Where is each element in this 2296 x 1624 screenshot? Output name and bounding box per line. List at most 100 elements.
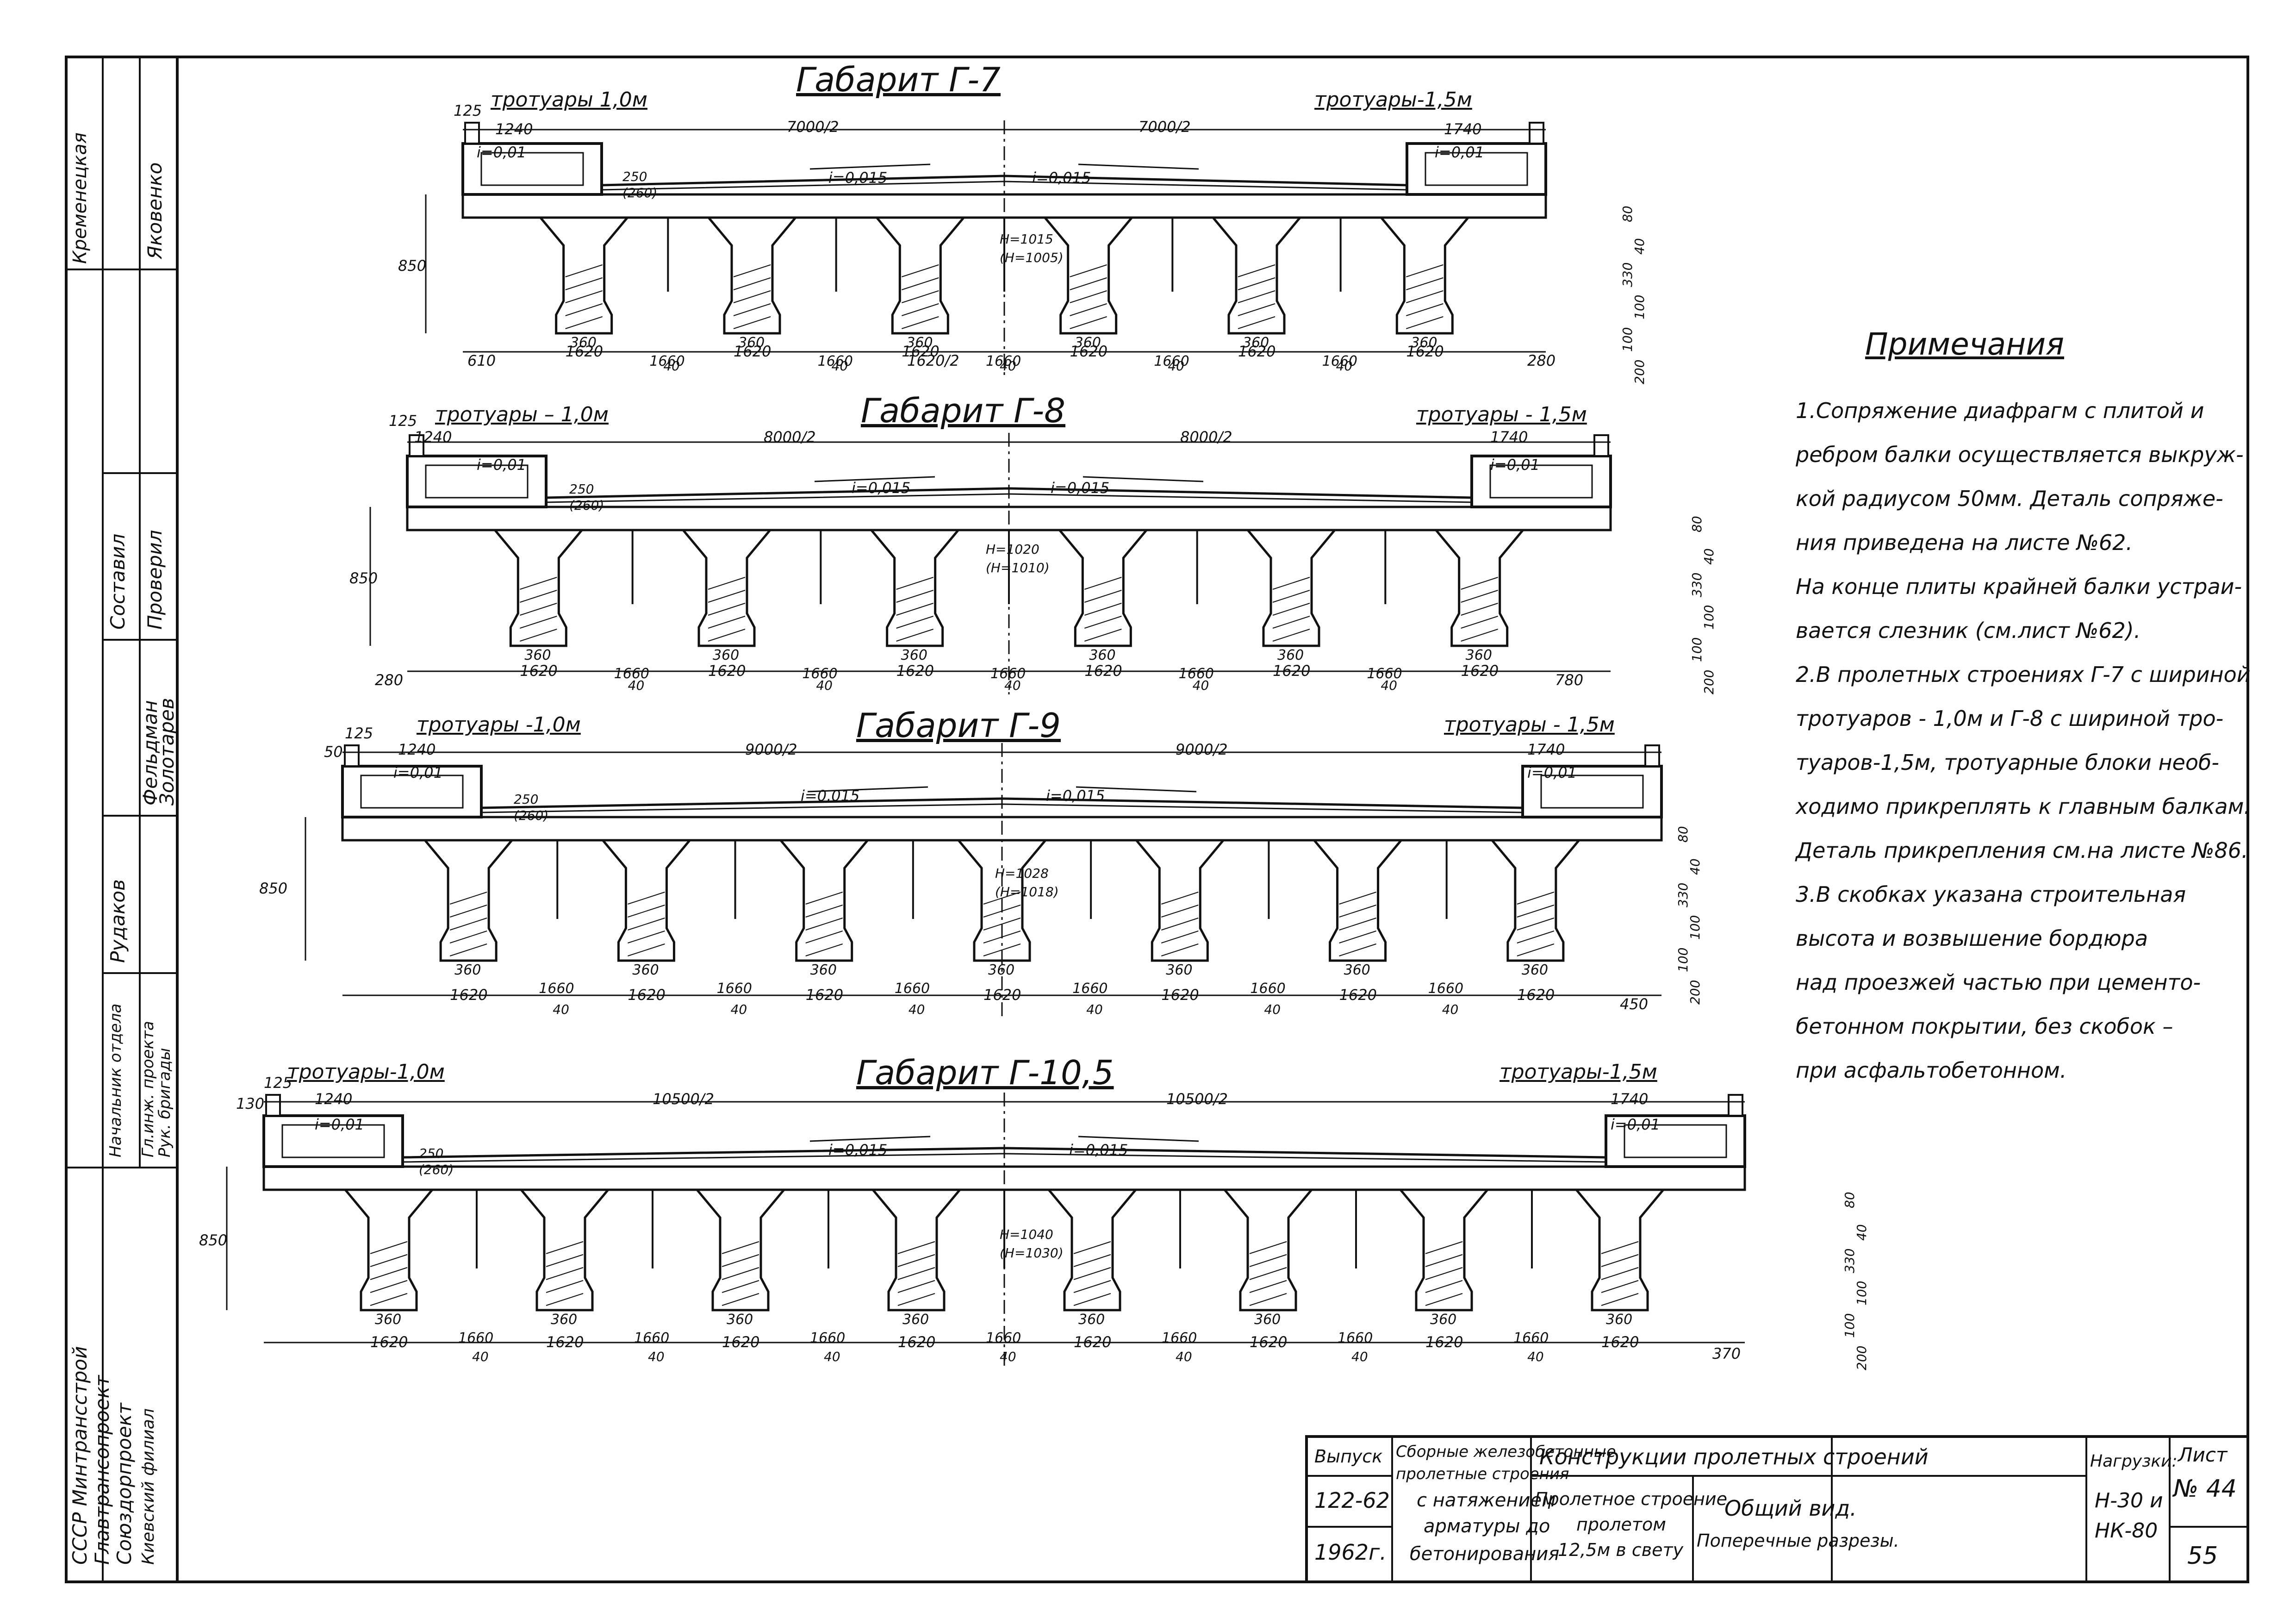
height2-g7: (H=1005) [1000,250,1064,265]
beam-spacing-label: 1660 [1428,981,1463,997]
half-left-g8: 8000/2 [764,428,816,446]
beam-hatch [1272,616,1310,629]
rib-width-label: 360 [906,335,933,351]
slope-left-g8: i=0,015 [852,479,911,497]
main-beam [840,216,965,335]
note-line: тротуаров - 1,0м и Г-8 с шириной тро- [1796,706,2224,731]
gap-label: 40 [816,678,833,693]
beam-spacing-label: 1660 [614,666,649,682]
main-beam [504,216,628,335]
section-title-g105: Габарит Г-10,5 [856,1053,1114,1092]
beam-hatch [1073,1241,1111,1254]
edge-left-g105: 130 [236,1095,265,1112]
beam-spacing-label: 1660 [1162,1330,1197,1346]
beam-hatch [1161,918,1199,931]
gap-label: 40 [648,1349,665,1364]
beam-hatch [1425,1254,1463,1267]
rib-width-label: 360 [1075,335,1101,351]
side-dim-label: 40 [1687,858,1703,875]
edge-right-g7: 280 [1527,352,1556,369]
right-walk-g105: тротуары-1,5м [1500,1060,1657,1084]
side-dim-label: 330 [1842,1248,1857,1273]
beam-hatch [1461,590,1498,603]
right-sidewalk-block [1406,142,1547,196]
beam-hatch [1461,603,1498,616]
rib-width-label: 360 [1166,962,1192,978]
beam-hatch [1238,316,1276,329]
half-right-g8: 8000/2 [1180,428,1232,446]
beam-hatch [628,892,665,905]
beam-spacing-label: 1660 [458,1330,493,1346]
curb-g9: 125 [345,725,373,742]
beam-hatch [449,905,487,918]
left-walk-g9: тротуары -1,0м [417,713,581,737]
beam-spacing-label: 1660 [649,353,684,369]
sidewalk-inner [281,1124,385,1158]
main-beam [657,1188,785,1312]
beam-hatch [1238,264,1276,277]
side-dim-label: 40 [1854,1224,1869,1241]
beam-hatch [1517,918,1555,931]
rib-width-label: 360 [1411,335,1437,351]
beam-hatch [449,931,487,943]
edge-left-g7: 610 [467,352,496,369]
walk-left-w-g8: 1240 [414,428,452,446]
beam-hatch [628,943,665,956]
gap-label: 40 [1336,358,1353,374]
gap-label: 40 [1000,1349,1016,1364]
gap-label: 40 [1004,678,1021,693]
beam-spacing-label: 1660 [990,666,1026,682]
beam-hatch [1601,1254,1639,1267]
slope-arrow [807,786,928,793]
beam-hatch [1461,629,1498,642]
main-beam [1537,1188,1664,1312]
beam-hatch [565,290,603,303]
railing-post [1529,122,1544,144]
beam-hatch [1070,316,1107,329]
note-line: 2.В пролетных строениях Г-7 с шириной [1796,662,2251,687]
depth-g8: 850 [349,569,378,587]
railing-post [344,744,360,767]
beam-spacing-label: 1660 [1322,353,1357,369]
series-line-3: с натяжением [1417,1490,1556,1511]
gap-label: 40 [1176,1349,1192,1364]
curb-h-g9: 250 [514,792,539,807]
beam-hatch [1249,1241,1287,1254]
beam-hatch [1601,1267,1639,1280]
beam-hatch [370,1267,408,1280]
rib-width-label: 360 [1277,647,1304,663]
beam-spacing-label: 1660 [1250,981,1285,997]
beam-hatch [1084,616,1122,629]
sheet-border [65,56,2249,1583]
left-walk-g7: тротуары 1,0м [491,88,647,112]
note-line: кой радиусом 50мм. Деталь сопряже- [1796,486,2223,511]
beam-hatch [1084,577,1122,590]
gap-label: 40 [731,1002,747,1017]
rib-width-label: 360 [632,962,659,978]
walk-slope-left-g8: i=0,01 [477,456,526,474]
title-block: Выпуск 122-62 1962г. Сборные железобетон… [1305,1435,2249,1583]
side-dim-label: 100 [1854,1280,1869,1305]
beam-hatch [708,616,746,629]
beam-hatch [722,1267,759,1280]
edge-right-g8: 780 [1555,671,1584,689]
side-dim-label: 100 [1842,1313,1857,1338]
beam-hatch [1161,892,1199,905]
curb-h2-g9: (260) [514,808,549,823]
beam-hatch [733,264,771,277]
rib-width-label: 360 [1466,647,1492,663]
walk-slope-right-g9: i=0,01 [1527,764,1577,781]
height-g8: H=1020 [986,542,1039,557]
rib-width-label: 360 [902,1312,929,1328]
note-line: На конце плиты крайней балки устраи- [1796,574,2242,599]
beam-hatch [733,290,771,303]
rib-width-label: 360 [901,647,927,663]
beam-spacing-label: 1660 [1072,981,1108,997]
side-dim-label: 330 [1675,882,1691,907]
side-dim-label: 100 [1632,294,1647,319]
sheet-number: № 44 [2173,1475,2237,1503]
beam-spacing-label: 1660 [986,1330,1021,1346]
beam-hatch [1461,577,1498,590]
beam-hatch [449,943,487,956]
